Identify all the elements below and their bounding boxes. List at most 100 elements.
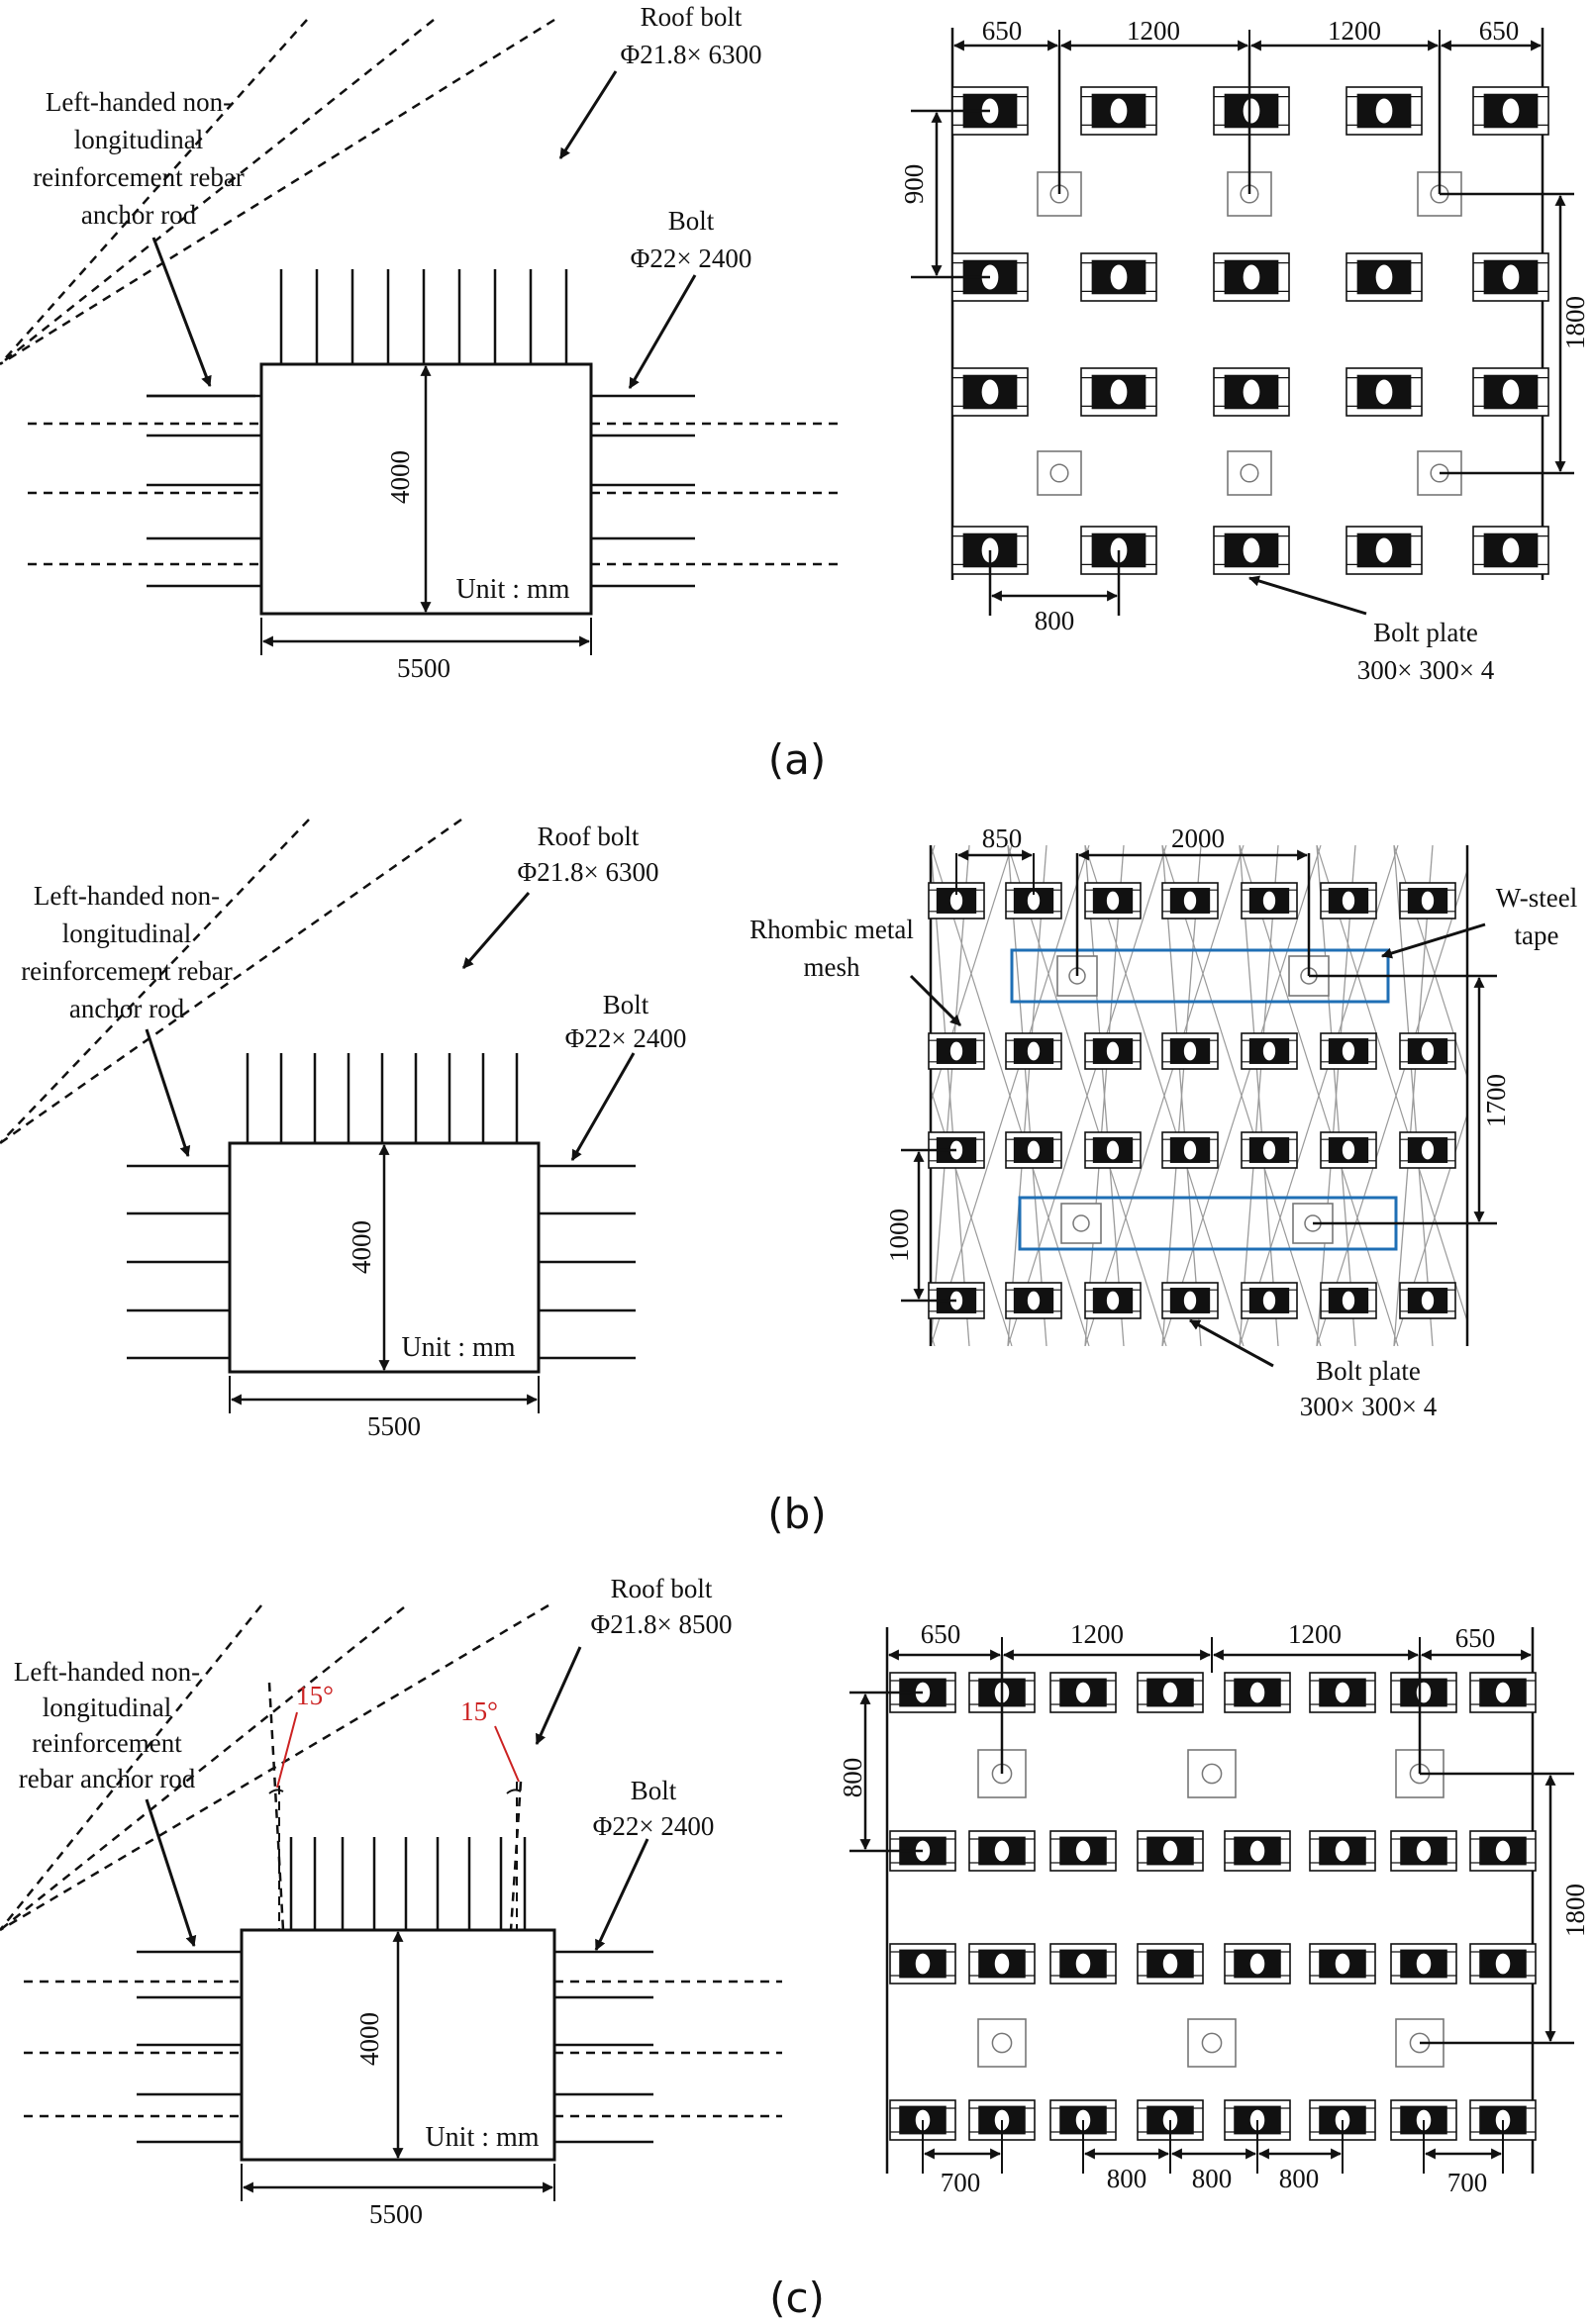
panel-a-bolt-leader bbox=[628, 274, 697, 389]
panel-c-plan-bolt-plate-1-2-hole bbox=[1075, 1840, 1091, 1862]
panel-c-plan-bolt-plate-2-2-hole bbox=[1075, 1953, 1091, 1975]
panel-c-plan-bolt-plate-1-7-hole bbox=[1495, 1840, 1511, 1862]
panel-a-plan-bolt-plate-1-2-hole bbox=[1243, 264, 1260, 290]
panel-a-left-anchor-label-line-3: reinforcement rebar bbox=[33, 162, 245, 192]
panel-b-plan-bolt-plate-0-0-hole bbox=[949, 891, 963, 911]
panel-b-plan-mesh-diagonal bbox=[1239, 845, 1399, 1346]
panel-b-bolt-label-line-2: Φ22× 2400 bbox=[565, 1023, 687, 1053]
panel-b-roof-bolt-leader bbox=[461, 892, 531, 969]
panel-c-plan-bolt-plate-1-5-hole bbox=[1335, 1840, 1350, 1862]
panel-b-plan-bolt-plate-0-4-hole bbox=[1262, 891, 1276, 911]
panel-c-angle-leader-left bbox=[276, 1711, 298, 1789]
panel-b-plan-mesh-wire bbox=[1084, 844, 1125, 1347]
panel-a-left-anchor-label-line-2: longitudinal bbox=[74, 125, 204, 154]
panel-a-left-dim: 900 bbox=[899, 164, 929, 205]
panel-a-unit-label: Unit : mm bbox=[455, 574, 569, 605]
panel-c-plan-anchor-plate-3-square bbox=[977, 2018, 1027, 2068]
panel-a-top-dim-3: 1200 bbox=[1328, 16, 1381, 46]
panel-b-plan-bolt-plate-1-3-hole bbox=[1183, 1041, 1197, 1061]
panel-b: Left-handed non- longitudinal reinforcem… bbox=[21, 822, 1577, 1538]
panel-c-plan-anchor-plate-4-square bbox=[1187, 2018, 1237, 2068]
panel-c-left-dim: 800 bbox=[838, 1758, 867, 1798]
panel-a-long-roof-anchor-0 bbox=[0, 19, 308, 365]
panel-c-top-dim-4: 650 bbox=[1455, 1623, 1496, 1653]
panel-c-angle-arc-right bbox=[506, 1789, 522, 1794]
panel-a-height-dim: 4000 bbox=[385, 450, 415, 504]
panel-c-long-roof-anchor-0 bbox=[0, 1604, 262, 1931]
panel-c-plan-bolt-plate-2-1-hole bbox=[994, 1953, 1010, 1975]
panel-c-bottom-dim-1: 700 bbox=[941, 2168, 981, 2197]
panel-a-right-dim: 1800 bbox=[1560, 296, 1590, 349]
panel-a-long-roof-anchor-1 bbox=[0, 19, 435, 365]
panel-c-left-anchor-label-line-3: reinforcement bbox=[32, 1728, 182, 1758]
panel-b-plan-bolt-plate-1-6-hole bbox=[1421, 1041, 1435, 1061]
panel-a-plan-bolt-plate-2-2-hole bbox=[1243, 379, 1260, 405]
panel-a-plan-bolt-plate-0-4-hole bbox=[1502, 98, 1520, 124]
panel-c-long-roof-anchor-1 bbox=[0, 1606, 405, 1931]
panel-a-left-anchor-leader bbox=[151, 237, 212, 388]
panel-c-width-dim: 5500 bbox=[369, 2199, 423, 2229]
panel-b-left-anchor-label-line-1: Left-handed non- bbox=[34, 881, 220, 911]
panel-b-plan-mesh-diagonal bbox=[545, 845, 703, 1346]
panel-b-plan-mesh-diagonal bbox=[545, 845, 703, 1346]
panel-c-plan-bolt-plate-0-4-hole bbox=[1249, 1682, 1265, 1703]
panel-a-roadway-outline bbox=[259, 362, 593, 616]
panel-c-bottom-dim-5: 700 bbox=[1447, 2168, 1488, 2197]
panel-a-plate-label-line-1: Bolt plate bbox=[1373, 618, 1478, 647]
panel-a-plan-bolt-plate-0-3-hole bbox=[1375, 98, 1393, 124]
panel-b-plan-bolt-plate-0-5-hole bbox=[1342, 891, 1355, 911]
panel-a-plan-bolt-plate-1-3-hole bbox=[1375, 264, 1393, 290]
panel-c-top-dim-3: 1200 bbox=[1288, 1619, 1342, 1649]
panel-a-bolt-label-line-2: Φ22× 2400 bbox=[631, 243, 752, 273]
panel-b-plan-mesh-wire bbox=[930, 844, 970, 1347]
panel-c-plan-bolt-plate-0-7-hole bbox=[1495, 1682, 1511, 1703]
panel-c-left-anchor-leader bbox=[145, 1798, 197, 1948]
panel-a-roof-bolt-label-line-2: Φ21.8× 6300 bbox=[621, 40, 762, 69]
panel-b-plan-bolt-plate-1-0-hole bbox=[949, 1041, 963, 1061]
panel-a-left-anchor-label-line-1: Left-handed non- bbox=[46, 87, 232, 117]
panel-a-long-roof-anchor-2 bbox=[0, 18, 555, 366]
panel-b-plan-bolt-plate-3-1-hole bbox=[1027, 1291, 1041, 1310]
panel-b-right-dim: 1700 bbox=[1481, 1074, 1511, 1127]
panel-c-bolt-label-line-2: Φ22× 2400 bbox=[593, 1811, 715, 1841]
panel-c-angle-leader-right bbox=[494, 1725, 520, 1783]
panel-b-plan-bolt-plate-2-1-hole bbox=[1027, 1140, 1041, 1160]
panel-a-bottom-dim-1: 800 bbox=[1035, 606, 1075, 635]
panel-b-plan-mesh-diagonal bbox=[467, 845, 626, 1346]
drawing-layer bbox=[0, 18, 1574, 2201]
panel-b-left-anchor-label-line-4: anchor rod bbox=[69, 994, 185, 1023]
panel-a-plan-bolt-plate-3-4-hole bbox=[1502, 537, 1520, 563]
panel-b-plan-mesh-diagonal bbox=[1084, 845, 1245, 1346]
panel-b-plan-bolt-plate-3-3-hole bbox=[1183, 1291, 1197, 1310]
panel-b-left-dim: 1000 bbox=[884, 1209, 914, 1262]
panel-a-plan-bolt-plate-2-4-hole bbox=[1502, 379, 1520, 405]
panel-c-plan-anchor-plate-3-circle bbox=[991, 2032, 1013, 2054]
panel-c-plan-bolt-plate-2-5-hole bbox=[1335, 1953, 1350, 1975]
panel-c-plan-bolt-plate-1-6-hole bbox=[1416, 1840, 1432, 1862]
panel-b-plan-bolt-plate-0-6-hole bbox=[1421, 891, 1435, 911]
panel-b-plate-label-line-1: Bolt plate bbox=[1316, 1356, 1421, 1386]
panel-a-plan-bolt-plate-0-1-hole bbox=[1110, 98, 1128, 124]
panel-a-width-dim: 5500 bbox=[397, 653, 450, 683]
panel-c-roof-bolt-label-line-2: Φ21.8× 8500 bbox=[591, 1609, 733, 1639]
panel-b-plan-bolt-plate-1-1-hole bbox=[1027, 1041, 1041, 1061]
panel-b-left-anchor-label-line-2: longitudinal bbox=[62, 919, 192, 948]
panel-b-plan-mesh-diagonal bbox=[1161, 845, 1322, 1346]
panel-b-plan-bolt-plate-2-6-hole bbox=[1421, 1140, 1435, 1160]
panel-b-plan-bolt-plate-3-2-hole bbox=[1106, 1291, 1120, 1310]
panel-a-bolt-label-line-1: Bolt bbox=[668, 206, 715, 236]
panel-a-plate-label-line-2: 300× 300× 4 bbox=[1357, 655, 1495, 685]
panel-b-plan-bolt-plate-0-3-hole bbox=[1183, 891, 1197, 911]
panel-b-width-dim: 5500 bbox=[367, 1411, 421, 1441]
panel-b-plan-mesh-wire bbox=[1316, 844, 1356, 1347]
panel-b-mesh-label-line-1: Rhombic metal bbox=[749, 915, 914, 944]
panel-b-roadway-outline bbox=[228, 1141, 541, 1374]
panel-c-height-dim: 4000 bbox=[354, 2012, 384, 2066]
panel-c-plan-bolt-plate-2-7-hole bbox=[1495, 1953, 1511, 1975]
panel-a-plan-bolt-plate-3-2-hole bbox=[1243, 537, 1260, 563]
panel-a-plan-anchor-plate-3-circle bbox=[1049, 463, 1069, 483]
panel-c-plan-bolt-plate-1-3-hole bbox=[1162, 1840, 1178, 1862]
panel-a-caption: (a) bbox=[768, 735, 827, 784]
panel-c-plan-anchor-plate-1-square bbox=[1187, 1749, 1237, 1798]
